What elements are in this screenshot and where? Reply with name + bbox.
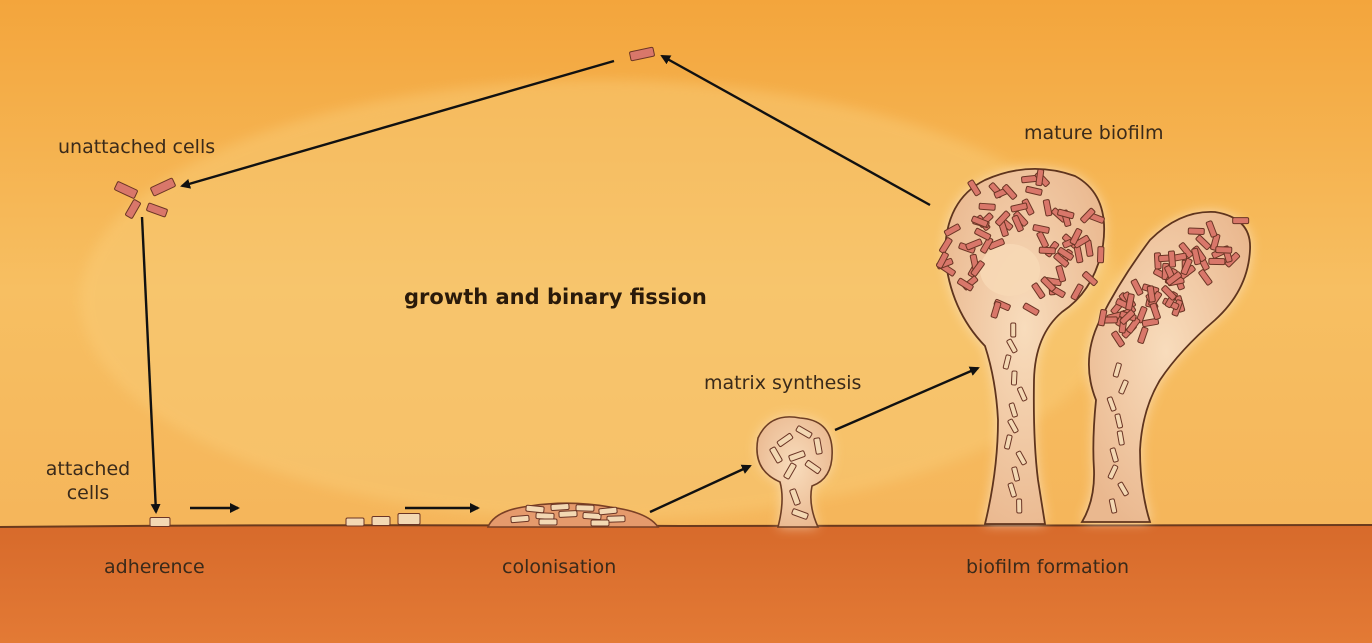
bacterial-cell [591, 520, 609, 526]
bacterial-cell [1233, 218, 1249, 224]
label-biofilm-formation: biofilm formation [966, 556, 1129, 580]
bacterial-cell [1216, 247, 1232, 254]
label-mature-biofilm: mature biofilm [1024, 122, 1164, 146]
bacterial-cell [150, 518, 170, 527]
label-colonisation: colonisation [502, 556, 616, 580]
bacterial-cell [1039, 247, 1055, 254]
bacterial-cell [536, 513, 554, 520]
bacterial-cell [398, 514, 420, 525]
bacterial-cell [583, 512, 601, 519]
bacterial-cell [551, 503, 569, 510]
label-unattached-cells: unattached cells [58, 136, 215, 160]
bacterial-cell [1188, 228, 1204, 235]
label-growth-binary-fission: growth and binary fission [404, 284, 707, 310]
label-attached-cells: attached cells [46, 458, 130, 506]
bacterial-cell [1017, 499, 1022, 513]
bacterial-cell [576, 505, 594, 512]
bacterial-cell [599, 507, 618, 515]
bacterial-cell [1209, 258, 1225, 264]
bacterial-cell [539, 519, 557, 525]
bacterial-cell [1097, 247, 1104, 263]
bacterial-cell [526, 505, 545, 513]
substrate-surface [0, 525, 1372, 643]
bacterial-cell [511, 515, 529, 523]
bacterial-cell [1168, 251, 1175, 267]
bacterial-cell [372, 517, 390, 526]
bacterial-cell [559, 511, 577, 518]
bacterial-cell [346, 518, 364, 526]
bacterial-cell [607, 516, 625, 523]
bacterial-cell [1011, 323, 1016, 337]
mature-biofilm-tower-1-void [980, 244, 1040, 296]
bacterial-cell [1011, 371, 1017, 385]
label-matrix-synthesis: matrix synthesis [704, 372, 861, 396]
bacterial-cell [979, 203, 995, 210]
label-adherence: adherence [104, 556, 205, 580]
